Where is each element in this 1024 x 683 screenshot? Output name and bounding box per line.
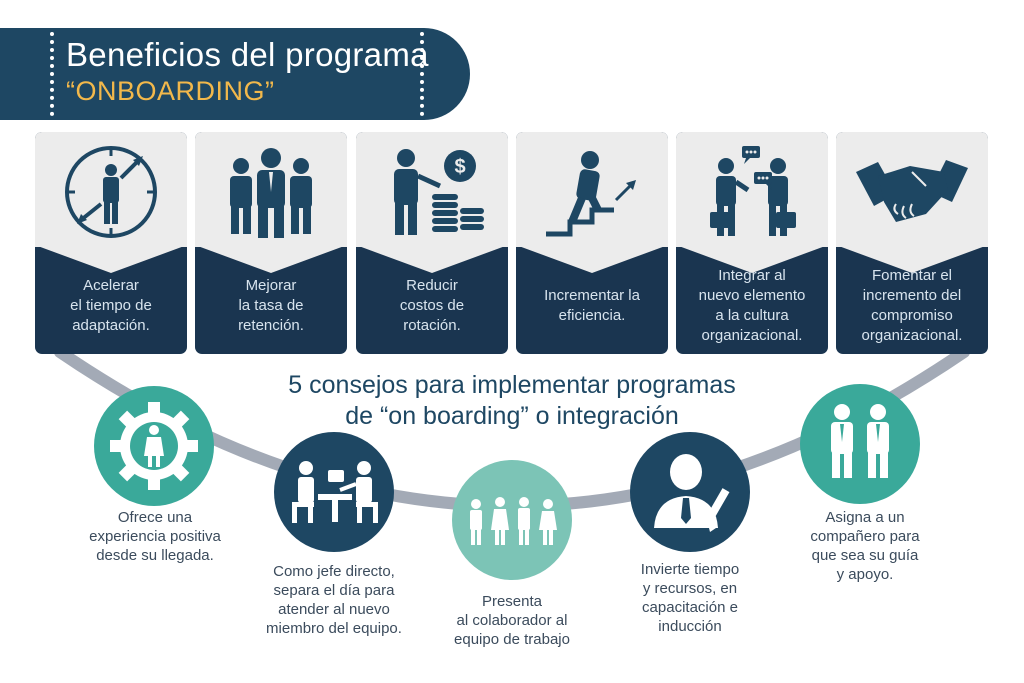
- handshake-icon: [856, 160, 968, 222]
- page-subtitle: “ONBOARDING”: [66, 76, 275, 106]
- stairs-climb-icon: [546, 151, 636, 237]
- benefit-label: Acelerar el tiempo de adaptación.: [70, 277, 152, 334]
- tip-circle-3: [452, 460, 572, 580]
- benefit-label: Fomentar el incremento del compromiso or…: [861, 267, 963, 344]
- benefit-card-1: Acelerar el tiempo de adaptación.: [35, 132, 187, 354]
- employee-pencil-icon: [654, 454, 730, 532]
- page-title: Beneficios del programa: [66, 36, 429, 73]
- tip-text-3: Presenta al colaborador al equipo de tra…: [454, 593, 570, 648]
- tip-text-1: Ofrece una experiencia positiva desde su…: [89, 509, 221, 564]
- group-icon: [470, 497, 557, 545]
- tip-text-2: Como jefe directo, separa el día para at…: [266, 563, 402, 637]
- tip-text-5: Asigna a un compañero para que sea su gu…: [810, 509, 920, 583]
- gear-person-icon: [110, 402, 198, 490]
- dotted-divider-left: [50, 32, 54, 116]
- benefit-card-4: Incrementar la eficiencia.: [516, 132, 668, 354]
- benefit-card-6: Fomentar el incremento del compromiso or…: [836, 132, 988, 354]
- benefit-label: Integrar al nuevo elemento a la cultura …: [698, 267, 806, 344]
- svg-text:$: $: [454, 156, 465, 178]
- benefit-card-3: $ Reducir costos de rotación.: [356, 132, 508, 354]
- tip-circle-5: [800, 384, 920, 504]
- tips-heading: 5 consejos para implementar programas de…: [288, 371, 736, 430]
- meeting-icon: [292, 461, 378, 523]
- benefit-label: Reducir costos de rotación.: [399, 277, 465, 334]
- header-banner: Beneficios del programa “ONBOARDING”: [0, 28, 470, 120]
- benefit-card-2: Mejorar la tasa de retención.: [195, 132, 347, 354]
- tip-circle-1: [94, 386, 214, 506]
- buddy-pair-icon: [831, 404, 889, 478]
- tip-text-4: Invierte tiempo y recursos, en capacitac…: [640, 561, 740, 635]
- clock-person-icon: [65, 146, 157, 238]
- team-icon: [230, 148, 312, 238]
- money-coins-icon: $: [394, 149, 484, 235]
- tip-circle-2: [274, 432, 394, 552]
- benefit-card-5: Integrar al nuevo elemento a la cultura …: [676, 132, 828, 354]
- dotted-divider-right: [420, 32, 424, 116]
- benefit-label: Incrementar la eficiencia.: [544, 287, 640, 324]
- tip-circle-4: [630, 432, 750, 552]
- benefit-label: Mejorar la tasa de retención.: [238, 277, 304, 334]
- conversation-icon: [710, 146, 796, 236]
